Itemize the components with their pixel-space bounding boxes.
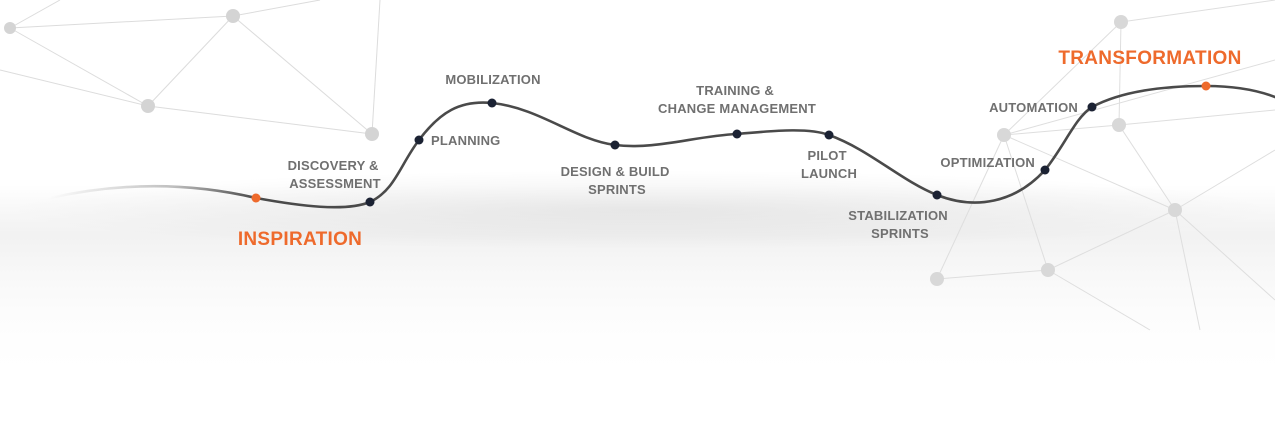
milestone-label-design-build-sprints: DESIGN & BUILD SPRINTS [561,164,674,197]
milestone-dot-transformation [1201,81,1211,91]
milestone-dot-training-change-management [732,129,742,139]
network-decoration-right [936,0,1275,331]
milestone-label-optimization: OPTIMIZATION [940,155,1035,170]
milestone-dot-optimization [1040,165,1050,175]
milestone-dot-pilot-launch [824,130,834,140]
network-decoration-left [0,0,381,135]
journey-curve-lead-in [48,185,258,200]
milestone-dot-stabilization-sprints [932,190,942,200]
milestone-labels: INSPIRATION DISCOVERY & ASSESSMENT PLANN… [238,48,1242,250]
milestone-label-inspiration: INSPIRATION [238,229,362,250]
milestone-dot-inspiration [251,193,261,203]
milestone-label-stabilization-sprints: STABILIZATION SPRINTS [848,208,951,241]
network-nodes-left [4,9,379,141]
ground-shadow [0,170,1275,250]
milestone-label-training-change-management: TRAINING & CHANGE MANAGEMENT [658,83,816,116]
milestone-dots [251,81,1211,207]
milestone-dot-planning [414,135,424,145]
milestone-label-planning: PLANNING [431,133,501,148]
milestone-dot-discovery-assessment [365,197,375,207]
milestone-dot-automation [1087,102,1097,112]
milestone-label-discovery-assessment: DISCOVERY & ASSESSMENT [288,158,383,191]
milestone-label-transformation: TRANSFORMATION [1058,48,1241,69]
milestone-label-pilot-launch: PILOT LAUNCH [801,148,857,181]
milestone-dot-design-build-sprints [610,140,620,150]
network-nodes-right [930,15,1182,286]
milestone-dot-mobilization [487,98,497,108]
milestone-label-mobilization: MOBILIZATION [445,72,540,87]
milestone-label-automation: AUTOMATION [989,100,1078,115]
